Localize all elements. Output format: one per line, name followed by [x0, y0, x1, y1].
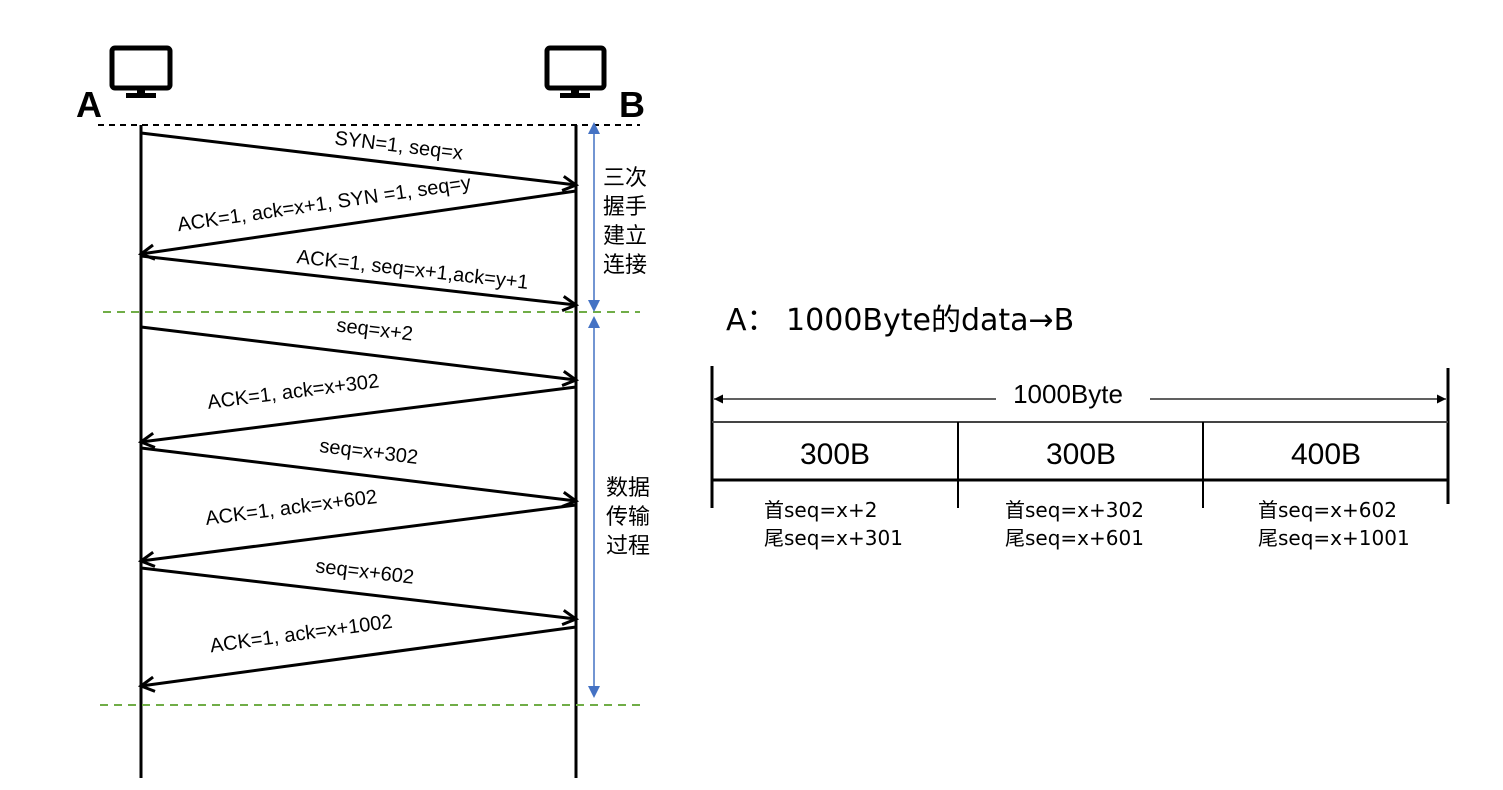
message-line	[140, 503, 577, 563]
arrowhead-icon	[137, 550, 156, 568]
phase-label-line: 数据	[606, 476, 650, 501]
host-a-label: A	[76, 84, 102, 125]
message-label: seq=x+2	[335, 314, 414, 345]
message-line	[140, 625, 577, 688]
segment-3: 400B 首seq=x+602 尾seq=x+1001	[1258, 438, 1410, 550]
segment-2: 300B 首seq=x+302 尾seq=x+601	[1005, 438, 1144, 550]
arrowhead-icon	[561, 609, 580, 627]
phase-label-line: 过程	[606, 534, 650, 559]
phase-label-transfer: 数据 传输 过程	[606, 476, 650, 559]
phase-label-line: 连接	[603, 253, 647, 278]
message-arrow: ACK=1, ack=x+1002	[137, 611, 577, 693]
segment-1: 300B 首seq=x+2 尾seq=x+301	[764, 438, 903, 550]
message-line	[140, 254, 577, 307]
segment-size-label: 400B	[1291, 438, 1361, 471]
phase-label-line: 建立	[603, 224, 647, 249]
segment-size-label: 300B	[1046, 438, 1116, 471]
message-arrow: SYN=1, seq=x	[140, 127, 580, 192]
message-label: ACK=1, ack=x+602	[204, 486, 378, 530]
segment-size-label: 300B	[800, 438, 870, 471]
message-arrow: ACK=1, ack=x+302	[137, 370, 577, 449]
message-arrow: ACK=1, ack=x+1, SYN =1, seq=y	[137, 172, 577, 261]
segment-first-seq: 首seq=x+302	[1005, 498, 1144, 522]
message-line	[140, 131, 577, 187]
message-arrow: ACK=1, ack=x+602	[137, 486, 577, 568]
message-line	[140, 385, 577, 444]
arrowhead-icon	[137, 431, 156, 449]
message-label: ACK=1, ack=x+1002	[209, 611, 394, 658]
phase-label-handshake: 三次 握手 建立 连接	[603, 166, 647, 278]
message-label: seq=x+602	[314, 555, 415, 588]
message-label: seq=x+302	[318, 435, 419, 469]
message-line	[140, 325, 577, 382]
host-b-label: B	[619, 84, 645, 125]
total-size-label: 1000Byte	[1013, 379, 1123, 409]
message-line	[140, 189, 577, 256]
arrowhead-icon	[561, 295, 580, 313]
segment-last-seq: 尾seq=x+301	[764, 526, 903, 550]
message-line	[140, 566, 577, 621]
arrowhead-icon	[561, 370, 580, 387]
segment-first-seq: 首seq=x+602	[1258, 498, 1397, 522]
phase-label-line: 握手	[603, 195, 647, 220]
host-a: A	[76, 45, 173, 125]
message-arrow: ACK=1, seq=x+1,ack=y+1	[140, 246, 580, 313]
segment-first-seq: 首seq=x+2	[764, 498, 878, 522]
segment-last-seq: 尾seq=x+601	[1005, 526, 1144, 550]
message-label: ACK=1, ack=x+302	[206, 370, 380, 414]
phase-label-line: 传输	[606, 505, 650, 530]
data-panel-title: A： 1000Byte的data→B	[726, 303, 1074, 338]
monitor-icon	[109, 45, 173, 98]
host-b: B	[544, 45, 645, 125]
message-line	[140, 446, 577, 503]
monitor-icon	[544, 45, 607, 98]
arrowhead-icon	[137, 675, 156, 693]
segment-last-seq: 尾seq=x+1001	[1258, 526, 1410, 550]
arrowhead-icon	[561, 175, 580, 192]
phase-label-line: 三次	[603, 166, 647, 191]
